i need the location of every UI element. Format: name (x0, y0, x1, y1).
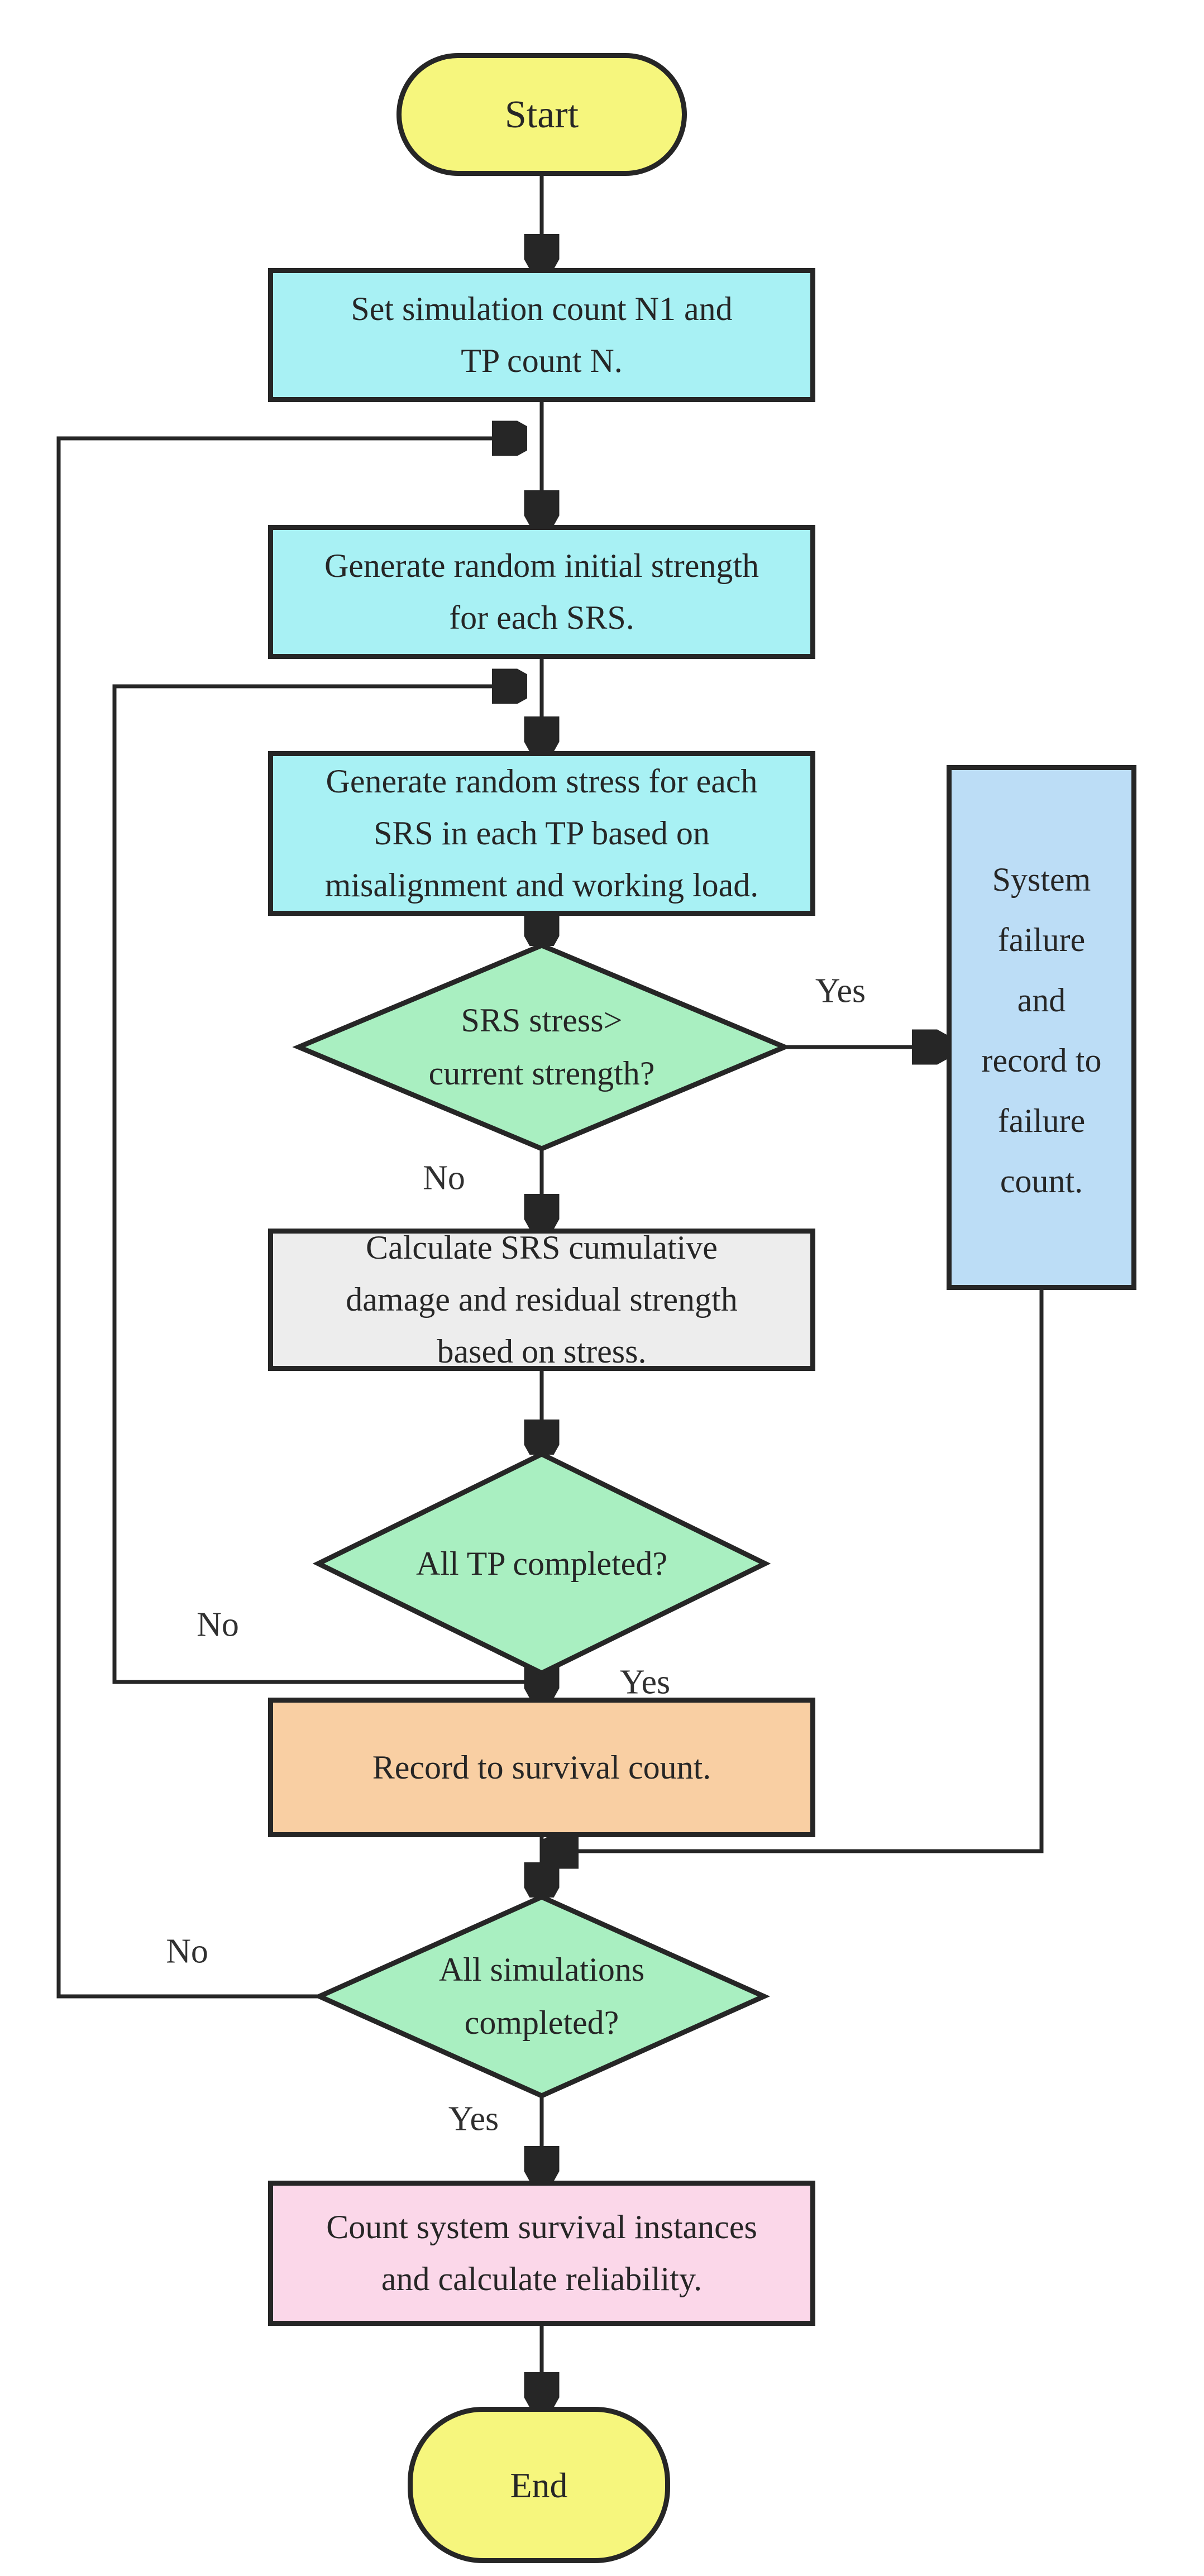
node-stress-check-shape (292, 943, 791, 1151)
node-system-failure: System failure and record to failure cou… (947, 765, 1136, 1290)
tp-check-diamond (312, 1451, 771, 1676)
label-tp-check-yes: Yes (619, 1663, 671, 1702)
node-gen-strength: Generate random initial strength for eac… (268, 525, 815, 659)
stress-check-diamond (292, 943, 791, 1151)
node-sim-check-label: All simulations completed? (438, 1951, 645, 2041)
edge-tp-check-no-loop (112, 686, 542, 1684)
node-gen-stress: Generate random stress for each SRS in e… (268, 751, 815, 916)
node-tp-check-shape (312, 1451, 771, 1676)
node-end: End (408, 2407, 670, 2563)
node-set-counts: Set simulation count N1 and TP count N. (268, 268, 815, 402)
sim-check-diamond (313, 1894, 771, 2099)
label-stress-check-no: No (423, 1159, 465, 1197)
label-stress-check-yes: Yes (815, 972, 866, 1010)
edge-sim-check-no-loop (56, 438, 522, 1999)
edge-failure-return (548, 1290, 1044, 1851)
node-record-survival: Record to survival count. (268, 1698, 815, 1837)
label-sim-check-yes: Yes (448, 2100, 499, 2138)
node-sim-check-shape (313, 1894, 771, 2099)
node-calc-damage: Calculate SRS cumulative damage and resi… (268, 1229, 815, 1371)
node-count-reliability: Count system survival instances and calc… (268, 2181, 815, 2326)
node-stress-check-label: SRS stress> current strength? (428, 1002, 655, 1092)
node-start: Start (396, 53, 687, 176)
node-tp-check-label: All TP completed? (416, 1545, 667, 1582)
label-tp-check-no: No (197, 1605, 239, 1644)
label-sim-check-no: No (166, 1932, 208, 1971)
